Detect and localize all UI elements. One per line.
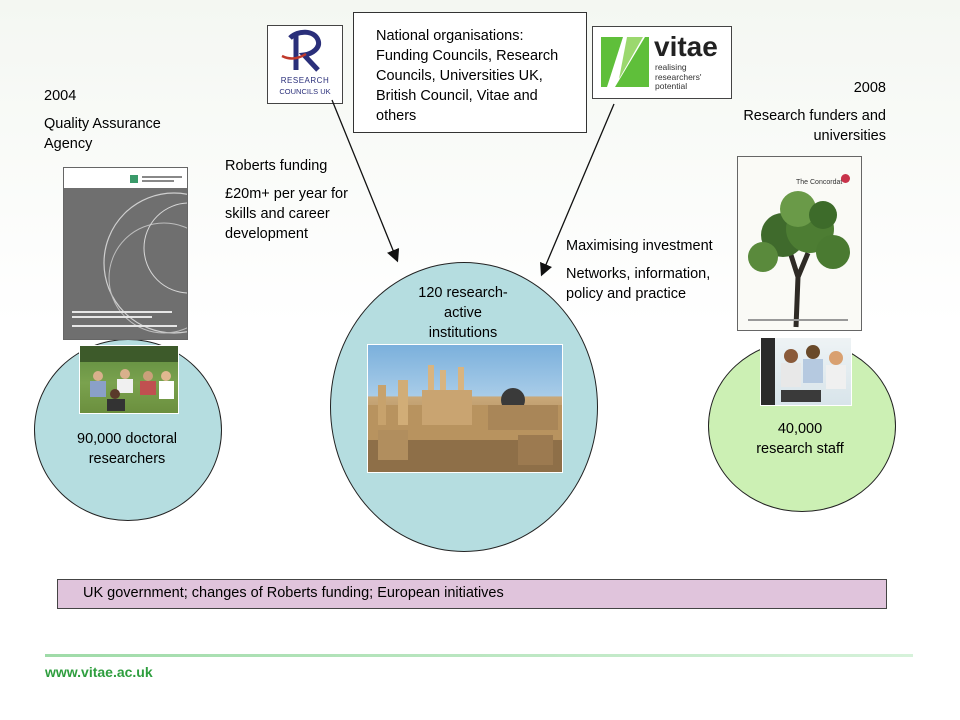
national-organisations-box: National organisations: Funding Councils… (353, 12, 587, 133)
doctoral-researchers-label: 90,000 doctoral researchers (77, 431, 177, 467)
research-staff-photo (760, 337, 852, 406)
staff-photo-shapes (761, 338, 846, 405)
funders-label: Research funders and universities (743, 108, 886, 144)
students-photo-shapes (80, 346, 178, 411)
maximising-title: Maximising investment (566, 238, 713, 254)
vitae-name: vitae (654, 31, 718, 62)
rcuk-logo-mark (281, 29, 322, 72)
vitae-tagline-3: potential (655, 81, 688, 91)
vitae-tagline: realising researchers' potential (655, 62, 702, 92)
institutions-photo (367, 344, 563, 473)
qaa-label: Quality Assurance Agency (44, 116, 161, 152)
vitae-logo: vitae realising researchers' potential (592, 26, 732, 99)
concordat-title: The Concordat (796, 179, 843, 186)
context-bar: UK government; changes of Roberts fundin… (57, 579, 887, 609)
vitae-tagline-2: researchers' (655, 71, 702, 82)
qaa-document-arcs (72, 192, 187, 334)
arrow-rcuk-to-institutions (331, 99, 400, 263)
research-staff-label: 40,000 research staff (756, 421, 844, 457)
rcuk-line2: COUNCILS UK (279, 87, 331, 96)
arrow-vitae-to-institutions (540, 103, 615, 277)
rcuk-line1: RESEARCH (280, 76, 330, 85)
institutions-label: 120 research-active institutions (418, 285, 508, 341)
concordat-document-image: The Concordat (737, 156, 862, 331)
qaa-document-header (64, 168, 187, 188)
roberts-title: Roberts funding (225, 158, 328, 174)
oxford-skyline-shapes (368, 365, 562, 472)
context-bar-text: UK government; changes of Roberts fundin… (83, 585, 504, 601)
qaa-logo-icon (130, 175, 138, 183)
qaa-document-image (63, 167, 188, 340)
vitae-logo-mark (599, 35, 651, 89)
roberts-detail: £20m+ per year for skills and career dev… (225, 186, 348, 242)
rcuk-logo: RESEARCH COUNCILS UK (267, 25, 343, 104)
qaa-year: 2004 (44, 88, 77, 104)
tree-illustration (748, 191, 850, 328)
maximising-detail: Networks, information, policy and practi… (566, 266, 711, 302)
footer-divider (45, 654, 913, 657)
national-organisations-text: National organisations: Funding Councils… (376, 28, 559, 124)
vitae-tagline-1: realising (655, 62, 687, 72)
funders-year: 2008 (853, 80, 886, 96)
doctoral-researchers-photo (79, 345, 179, 414)
footer-url-link[interactable]: www.vitae.ac.uk (45, 664, 153, 680)
concordat-mark-icon (841, 174, 850, 183)
